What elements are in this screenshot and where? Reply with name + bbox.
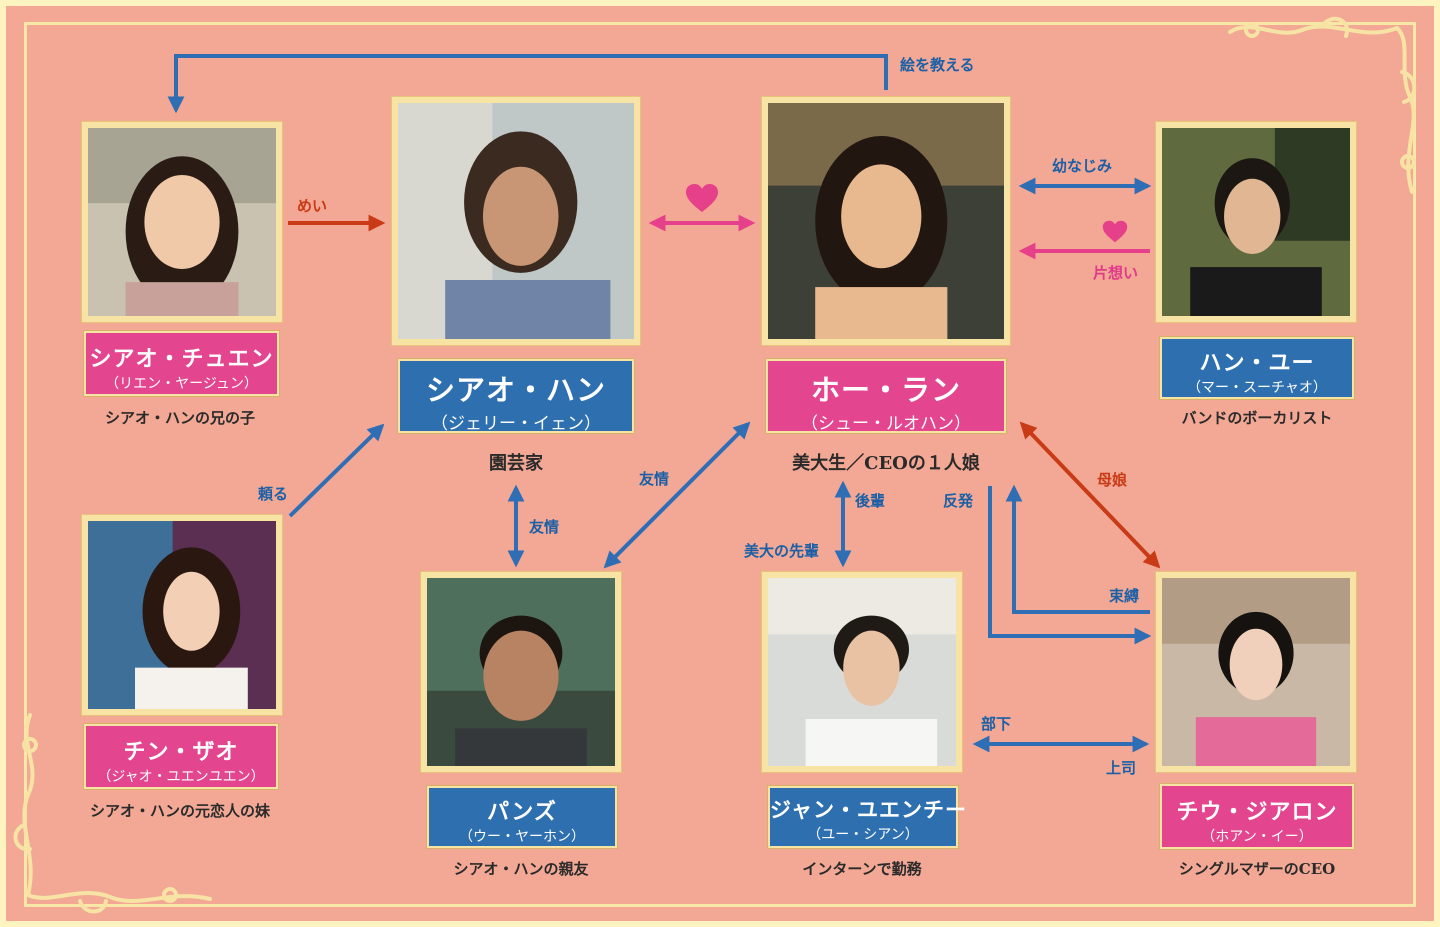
nameplate-jan: ジャン・ユエンチー （ユー・シアン）	[768, 786, 967, 848]
arrow-mother-daughter	[1019, 421, 1161, 569]
alias-jan: （ユー・シアン）	[807, 827, 919, 843]
alias-xiao-chuen: （リエン・ヤージュン）	[105, 376, 258, 392]
nameplate-panzu: パンズ （ウー・ヤーホン）	[427, 786, 617, 848]
label-senior-art: 美大の先輩	[744, 542, 820, 560]
alias-xiao-han: （ジェリー・イェン）	[431, 414, 601, 434]
name-panzu: パンズ	[487, 799, 557, 825]
nameplate-xiao-han: シアオ・ハン （ジェリー・イェン）	[398, 359, 634, 434]
arrow-relies	[288, 423, 385, 518]
desc-he-lan: 美大生／CEOの１人娘	[792, 453, 980, 474]
alias-chiu: （ホアン・イー）	[1201, 829, 1313, 845]
heart-icon	[1102, 220, 1128, 243]
alias-panzu: （ウー・ヤーホン）	[459, 829, 585, 845]
heart-icon	[685, 183, 719, 213]
name-chin-zao: チン・ザオ	[123, 739, 239, 765]
label-unrequited: 片想い	[1093, 264, 1139, 282]
name-han-yu: ハン・ユー	[1199, 350, 1315, 376]
portrait-xiao-han	[392, 97, 640, 345]
portrait-chin-zao	[82, 515, 282, 715]
desc-panzu: シアオ・ハンの親友	[453, 860, 589, 878]
label-boss: 上司	[1106, 759, 1137, 777]
desc-chiu: シングルマザーのCEO	[1178, 860, 1336, 878]
desc-han-yu: バンドのボーカリスト	[1181, 409, 1333, 427]
desc-xiao-han: 園芸家	[489, 453, 543, 474]
nameplate-xiao-chuen: シアオ・チュエン （リエン・ヤージュン）	[84, 331, 279, 396]
label-relies: 頼る	[258, 485, 289, 503]
label-subordinate: 部下	[981, 715, 1012, 733]
name-jan: ジャン・ユエンチー	[770, 797, 967, 822]
label-childhood-friend: 幼なじみ	[1052, 157, 1113, 175]
alias-he-lan: （シュー・ルオハン）	[801, 414, 971, 434]
nameplate-han-yu: ハン・ユー （マー・スーチャオ）	[1160, 337, 1354, 399]
name-xiao-han: シアオ・ハン	[425, 373, 606, 407]
alias-chin-zao: （ジャオ・ユエンユエン）	[97, 769, 265, 785]
label-restraint: 束縛	[1109, 587, 1140, 605]
label-teach-painting: 絵を教える	[900, 56, 975, 74]
name-he-lan: ホー・ラン	[810, 373, 961, 407]
portrait-chiu	[1156, 572, 1356, 772]
alias-han-yu: （マー・スーチャオ）	[1187, 380, 1327, 396]
name-chiu: チウ・ジアロン	[1176, 799, 1338, 825]
desc-jan: インターンで勤務	[802, 860, 922, 878]
nameplate-he-lan: ホー・ラン （シュー・ルオハン）	[766, 359, 1006, 434]
portrait-he-lan	[762, 97, 1010, 345]
arrow-friendship-helan-panzu	[603, 421, 751, 569]
portrait-jan	[762, 572, 962, 772]
portrait-xiao-chuen	[82, 122, 282, 322]
label-niece: めい	[297, 197, 328, 215]
desc-xiao-chuen: シアオ・ハンの兄の子	[104, 409, 255, 427]
nameplate-chiu: チウ・ジアロン （ホアン・イー）	[1160, 784, 1354, 849]
label-friendship-left: 友情	[529, 518, 560, 536]
nameplate-chin-zao: チン・ザオ （ジャオ・ユエンユエン）	[84, 724, 278, 789]
label-junior: 後輩	[855, 492, 886, 510]
label-friendship-right: 友情	[639, 470, 670, 488]
label-mother-daughter: 母娘	[1097, 471, 1128, 489]
flourish-ornament-bottom-left	[13, 713, 212, 914]
arrow-rebellion	[988, 486, 1152, 645]
portrait-han-yu	[1156, 122, 1356, 322]
label-rebellion: 反発	[943, 492, 974, 510]
portrait-panzu	[421, 572, 621, 772]
name-xiao-chuen: シアオ・チュエン	[89, 346, 274, 372]
inner-border	[24, 22, 1416, 907]
arrow-teach-painting	[167, 54, 888, 114]
flourish-ornament-top-right	[1228, 16, 1417, 194]
desc-chin-zao: シアオ・ハンの元恋人の妹	[89, 802, 270, 820]
arrow-restraint	[1005, 484, 1150, 614]
